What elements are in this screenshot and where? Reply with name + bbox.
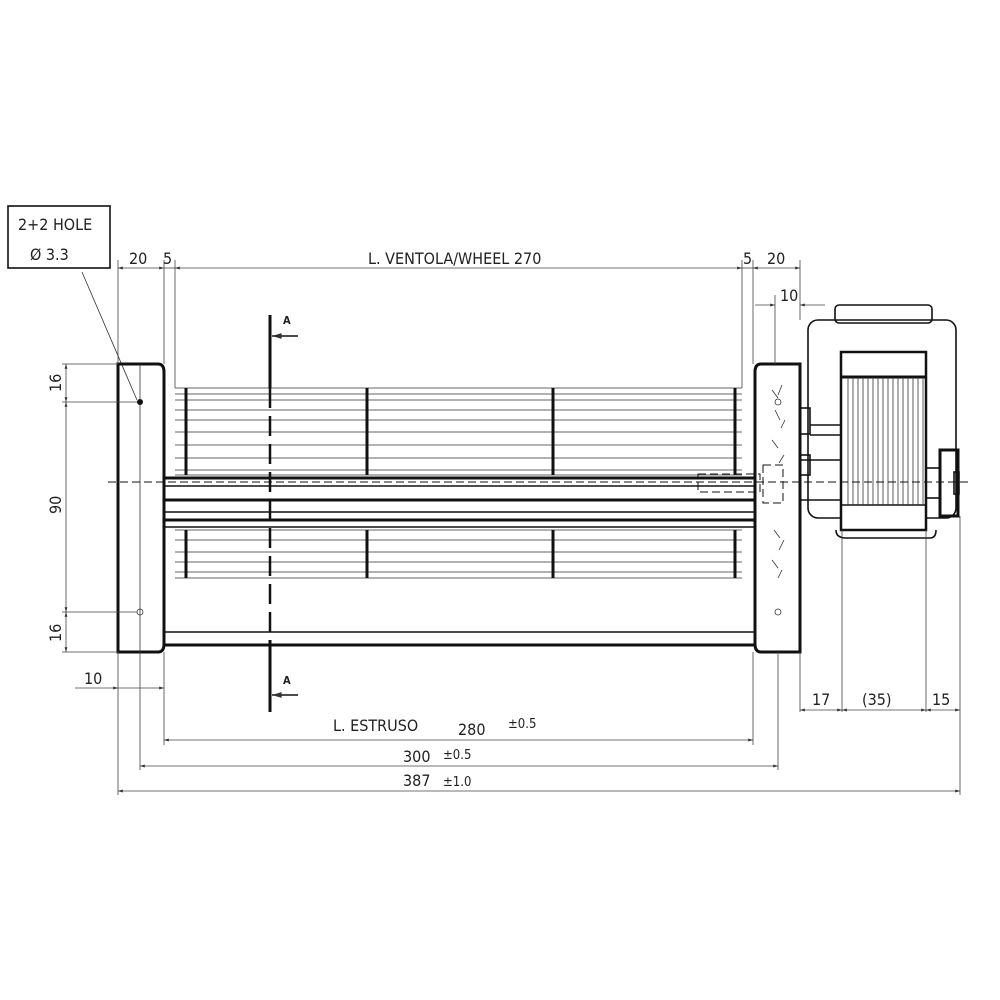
dim-35: (35) <box>862 690 892 709</box>
dim-10-motor: 10 <box>780 286 798 305</box>
section-label-top: A <box>283 314 291 327</box>
left-end-plate <box>116 362 166 654</box>
hole-note-line2: Ø 3.3 <box>30 245 69 264</box>
mount-hole <box>774 398 782 406</box>
fan-wheel <box>175 387 742 579</box>
dim-10-left: 10 <box>84 669 102 688</box>
dim-5-left: 5 <box>163 249 172 268</box>
dim-extrusion-label: L. ESTRUSO <box>333 716 418 735</box>
dim-387-value: 387 <box>403 771 430 790</box>
shaft-tube <box>165 473 761 528</box>
right-end-plate <box>753 362 802 654</box>
mount-hole <box>137 399 143 405</box>
dim-16-bottom: 16 <box>46 624 65 642</box>
section-label-bottom: A <box>283 674 291 687</box>
dim-90: 90 <box>46 496 65 514</box>
dim-17: 17 <box>812 690 830 709</box>
section-marker-a: A A <box>268 314 298 712</box>
motor <box>799 304 960 539</box>
dim-5-right: 5 <box>743 249 752 268</box>
dim-300-tol: ±0.5 <box>443 748 471 763</box>
dim-16-top: 16 <box>46 374 65 392</box>
dim-wheel-length: L. VENTOLA/WHEEL 270 <box>368 249 541 268</box>
dim-387-tol: ±1.0 <box>443 775 471 790</box>
hole-note-line1: 2+2 HOLE <box>18 215 92 234</box>
dim-extrusion-value: 280 <box>458 720 485 739</box>
dim-extrusion-tol: ±0.5 <box>508 717 536 732</box>
tie-rod <box>164 631 755 647</box>
dim-15: 15 <box>932 690 950 709</box>
dim-300-value: 300 <box>403 747 430 766</box>
hole-note: 2+2 HOLE Ø 3.3 <box>7 205 138 401</box>
dim-20-right: 20 <box>767 249 785 268</box>
mount-hole <box>774 608 782 616</box>
dim-20-left: 20 <box>129 249 147 268</box>
dimensions: 20 5 L. VENTOLA/WHEEL 270 5 20 10 16 90 … <box>46 249 961 795</box>
